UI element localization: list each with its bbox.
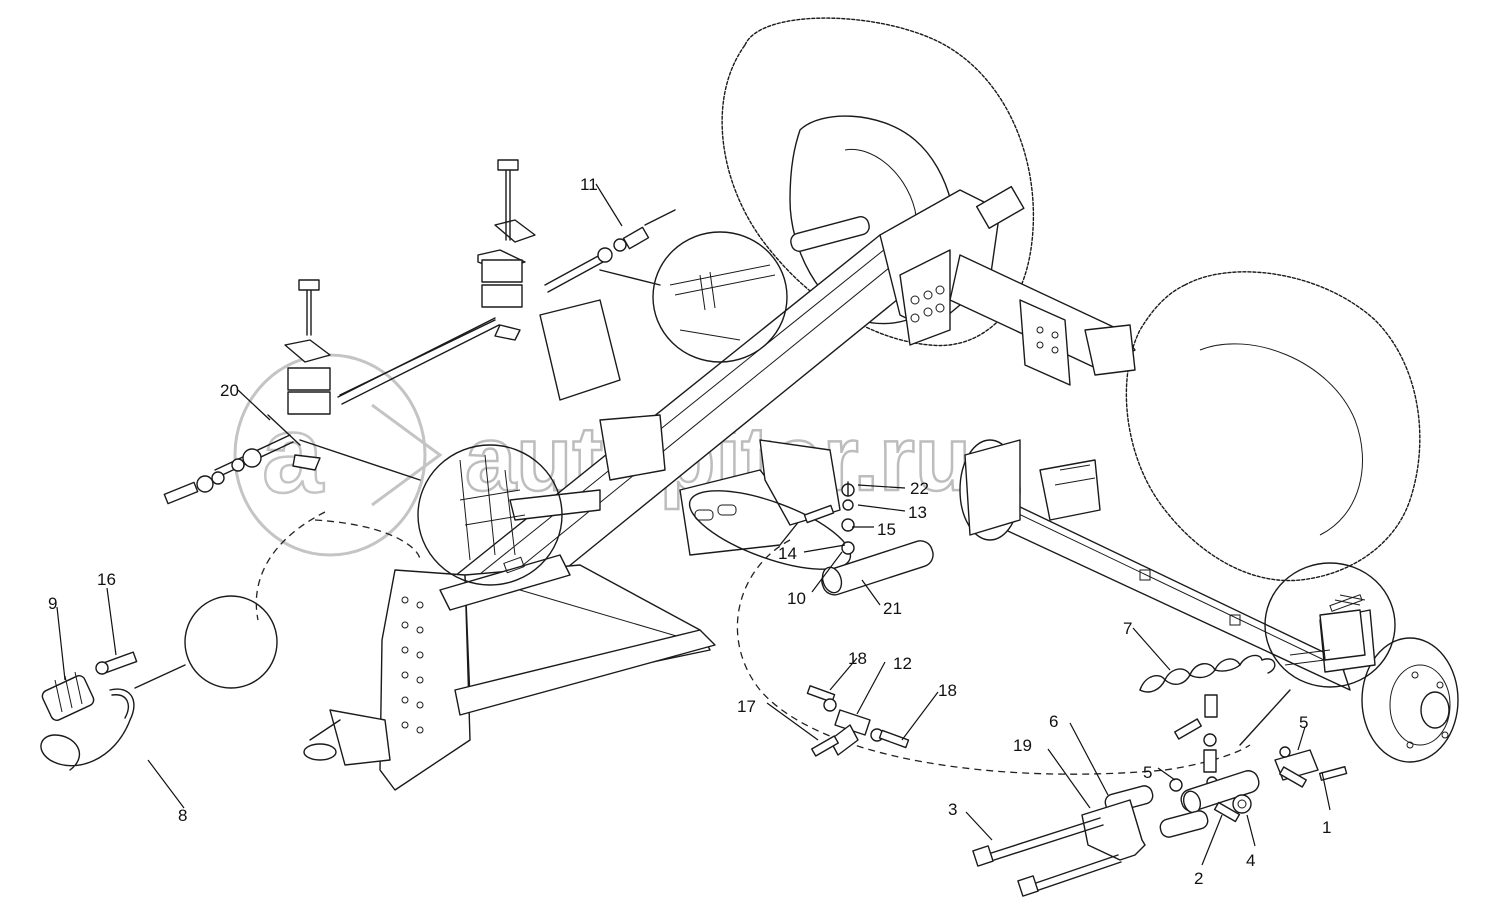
- callout-21: 21: [883, 599, 902, 618]
- callout-17: 17: [737, 697, 756, 716]
- callout-16: 16: [97, 570, 116, 589]
- clamp-assembly-20: [163, 279, 331, 505]
- callout-14: 14: [778, 544, 797, 563]
- callout-15: 15: [877, 520, 896, 539]
- wheel-lower: [1125, 271, 1421, 582]
- callout-20: 20: [220, 381, 239, 400]
- callout-4: 4: [1246, 851, 1255, 870]
- callout-5-right: 5: [1299, 713, 1308, 732]
- callout-5-left: 5: [1143, 763, 1152, 782]
- callout-18-right: 18: [938, 681, 957, 700]
- callout-9: 9: [48, 594, 57, 613]
- pipe-assembly-11: [337, 159, 676, 405]
- callout-10: 10: [787, 589, 806, 608]
- callout-3: 3: [948, 800, 957, 819]
- callout-22: 22: [910, 479, 929, 498]
- callout-12: 12: [893, 654, 912, 673]
- callout-18-left: 18: [848, 649, 867, 668]
- callout-6: 6: [1049, 712, 1058, 731]
- leader-lines: [56, 183, 1331, 866]
- callout-2: 2: [1194, 869, 1203, 888]
- detail-circles: [184, 231, 1396, 689]
- callout-7: 7: [1123, 619, 1132, 638]
- callout-11: 11: [580, 175, 598, 194]
- callout-8: 8: [178, 806, 187, 825]
- spring-7: [1139, 654, 1276, 693]
- callout-19: 19: [1013, 736, 1032, 755]
- callout-labels: 1 2 3 4 5 5 6 7 8 9 10 11 12 13 14 15 16…: [48, 175, 1331, 888]
- cylinder-parts: [803, 481, 934, 596]
- callout-13: 13: [908, 503, 927, 522]
- rear-axle: [959, 439, 1459, 763]
- coupler-parts: [40, 651, 138, 771]
- callout-1: 1: [1322, 818, 1331, 837]
- tee-fitting-parts: [806, 685, 910, 757]
- axle-hardware: [972, 694, 1348, 897]
